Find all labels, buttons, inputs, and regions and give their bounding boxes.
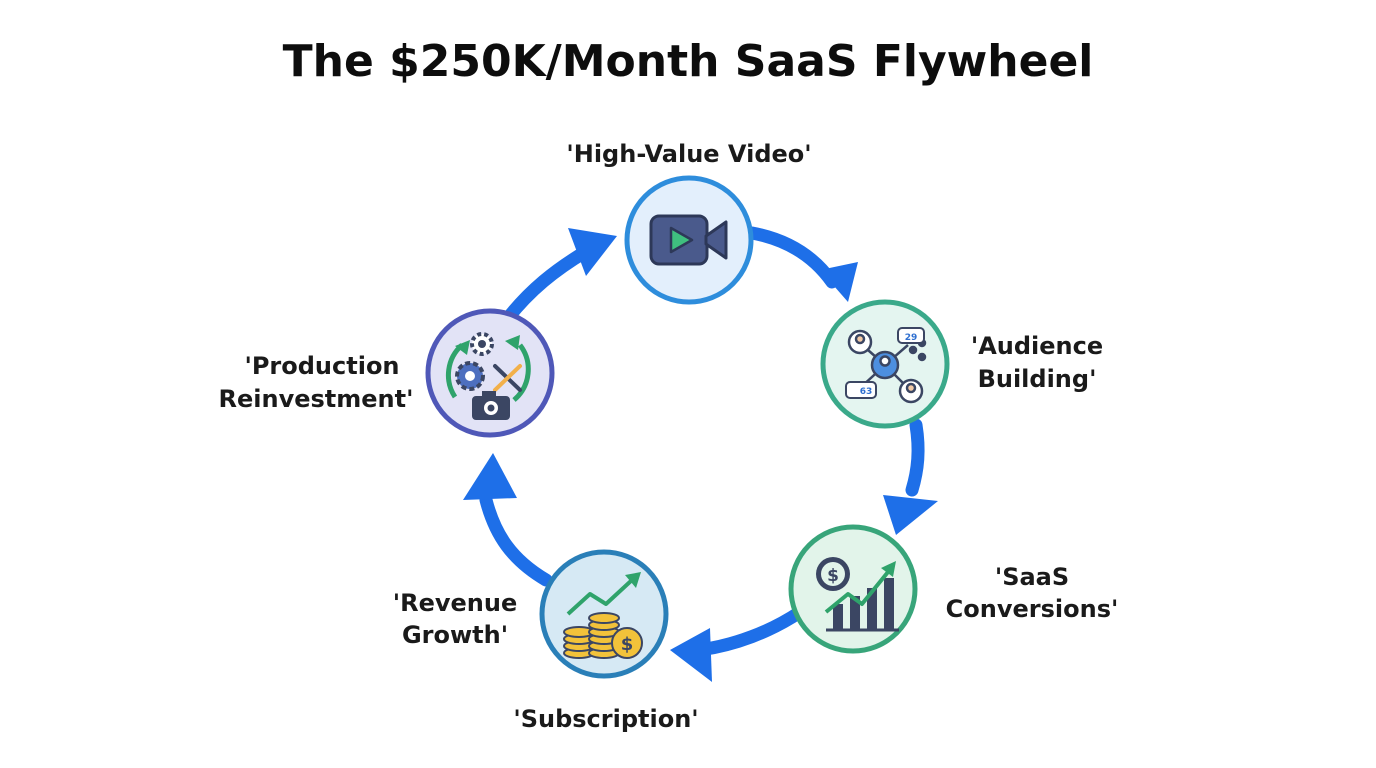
arrow-revenue-to-production bbox=[479, 493, 553, 587]
node-audience-building: 29 63 'Audience Building' bbox=[820, 299, 1103, 429]
svg-text:$: $ bbox=[621, 634, 634, 655]
growth-chart-icon: $ bbox=[816, 557, 899, 632]
node-circle-production bbox=[425, 308, 555, 438]
coins-growth-icon: $ bbox=[563, 572, 643, 659]
node-production-reinvestment: 'Production Reinvestment' bbox=[219, 308, 555, 438]
node-label-saas-2: Conversions' bbox=[946, 595, 1119, 623]
arrow-head-audience-to-saas bbox=[883, 495, 938, 535]
arrow-head-video-to-audience bbox=[820, 262, 858, 302]
video-camera-icon bbox=[649, 214, 728, 266]
node-label-revenue-2: Growth' bbox=[402, 621, 508, 649]
node-circle-saas bbox=[788, 524, 918, 654]
node-label-audience-2: Building' bbox=[978, 365, 1097, 393]
arrow-video-to-audience bbox=[745, 226, 839, 289]
arrow-production-to-video bbox=[501, 245, 592, 325]
node-high-value-video: 'High-Value Video' bbox=[566, 140, 812, 305]
arrow-head-production-to-video bbox=[568, 228, 617, 276]
node-label-revenue-1: 'Revenue bbox=[393, 589, 517, 617]
node-label-saas-1: 'SaaS bbox=[995, 563, 1069, 591]
node-label-production-1: 'Production bbox=[244, 352, 399, 380]
node-revenue-growth: $ 'Revenue Growth' 'Subscription' bbox=[393, 549, 699, 733]
node-label-video: 'High-Value Video' bbox=[566, 140, 811, 168]
badge-63: 63 bbox=[860, 387, 873, 397]
node-saas-conversions: $ 'SaaS Conversions' bbox=[788, 524, 1119, 654]
page-title: The $250K/Month SaaS Flywheel bbox=[282, 36, 1094, 87]
arrow-head-revenue-to-production bbox=[463, 453, 517, 500]
gear-tools-camera-icon bbox=[446, 332, 531, 420]
node-label-production-2: Reinvestment' bbox=[219, 385, 414, 413]
arrow-audience-to-saas bbox=[905, 418, 925, 497]
badge-29: 29 bbox=[905, 333, 918, 343]
social-network-icon bbox=[845, 327, 927, 404]
arrow-head-saas-to-revenue bbox=[670, 628, 712, 682]
svg-text:$: $ bbox=[827, 566, 839, 586]
node-label-audience-1: 'Audience bbox=[971, 332, 1103, 360]
cycle-arrows bbox=[463, 226, 938, 682]
arrow-saas-to-revenue bbox=[693, 605, 807, 657]
node-sub-label-subscription: 'Subscription' bbox=[513, 705, 698, 733]
